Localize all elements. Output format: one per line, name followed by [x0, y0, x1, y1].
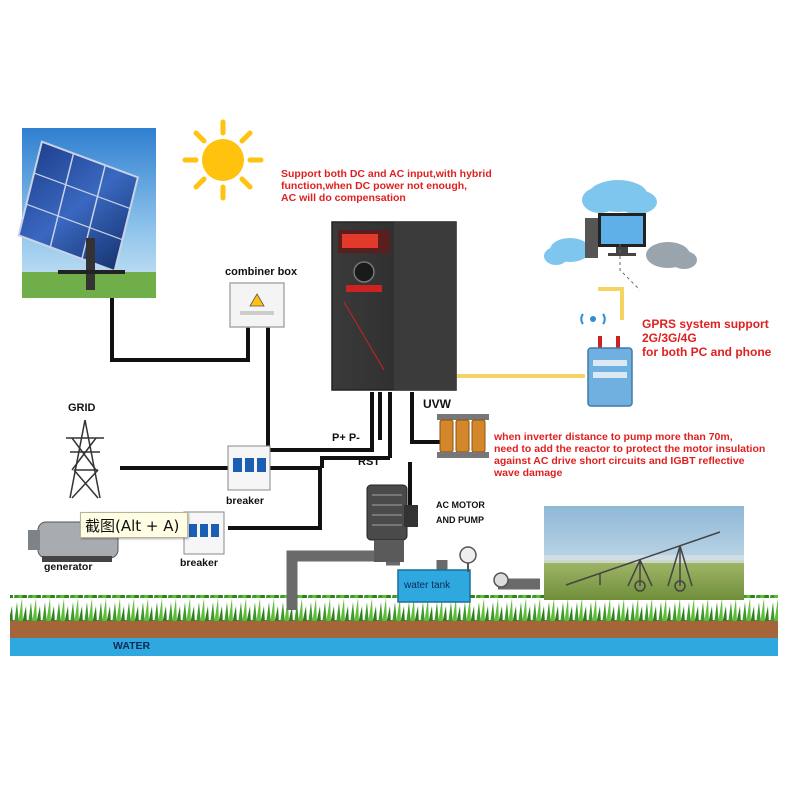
reactor-note-line: need to add the reactor to protect the m…	[494, 443, 766, 455]
grid-tower-icon	[66, 419, 104, 499]
reactor-note-line: wave damage	[494, 467, 563, 479]
sun-icon	[182, 119, 264, 201]
wiring	[110, 298, 448, 530]
hybrid-note-line: function,when DC power not enough,	[281, 180, 468, 192]
gprs-module	[580, 313, 633, 407]
water-tank	[397, 569, 471, 603]
soil-layer	[10, 620, 778, 638]
rst-label: RST	[358, 456, 380, 468]
hybrid-note-line: Support both DC and AC input,with hybrid	[281, 168, 492, 180]
hybrid-note-line: AC will do compensation	[281, 192, 406, 204]
inverter-knob	[353, 261, 375, 283]
cloud-icon	[646, 242, 697, 269]
desktop-computer-icon	[585, 213, 646, 258]
screenshot-shortcut-tooltip: 截图(Alt + A)	[80, 512, 188, 538]
ac-motor-label-line2: AND PUMP	[436, 515, 485, 525]
water-label: WATER	[113, 640, 151, 652]
water-layer	[10, 638, 778, 656]
grid-label: GRID	[68, 402, 96, 414]
cloud-icon	[544, 238, 590, 265]
water-tank-label: water tank	[404, 580, 451, 591]
breaker-label-2: breaker	[180, 557, 218, 569]
solar-pump-inverter	[331, 221, 457, 391]
combiner-box-label: combiner box	[225, 266, 298, 278]
uvw-label: UVW	[423, 397, 451, 411]
hybrid-input-note: Support both DC and AC input,with hybrid…	[281, 168, 492, 204]
solar-panel-array	[17, 128, 156, 298]
cloud-icon	[582, 180, 657, 214]
gprs-note-line: 2G/3G/4G	[642, 331, 697, 345]
pp-label: P+ P-	[332, 432, 360, 444]
reactor-note-line: against AC drive short circuits and IGBT…	[494, 455, 745, 467]
pressure-gauge-icon	[459, 546, 509, 588]
breaker-1	[227, 445, 271, 491]
generator-label: generator	[44, 561, 93, 573]
ac-motor-pump	[366, 484, 418, 562]
inverter-display	[342, 234, 378, 248]
breaker-2	[183, 511, 225, 555]
output-reactor	[437, 414, 489, 458]
irrigation-field-photo	[544, 506, 744, 600]
gprs-note-line: for both PC and phone	[642, 345, 772, 359]
reactor-note-line: when inverter distance to pump more than…	[494, 431, 733, 443]
communication-link	[457, 287, 624, 378]
network-dashed-link	[619, 244, 641, 291]
breaker-label-1: breaker	[226, 495, 264, 507]
gprs-note-line: GPRS system support	[642, 317, 769, 331]
ac-motor-label-line1: AC MOTOR	[436, 500, 485, 510]
gprs-note: GPRS system support 2G/3G/4G for both PC…	[642, 317, 771, 359]
combiner-box	[229, 282, 285, 328]
reactor-note: when inverter distance to pump more than…	[494, 431, 765, 479]
